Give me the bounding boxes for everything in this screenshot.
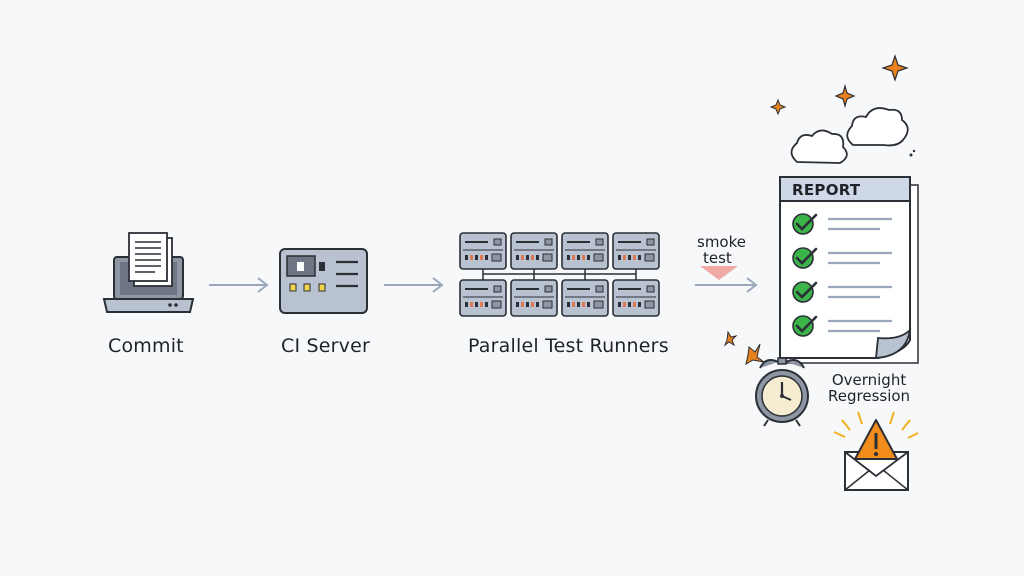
runner-server-icon — [459, 279, 507, 317]
sparkle-icon — [769, 98, 787, 116]
smoke-arrow-icon — [700, 266, 738, 280]
arrow-ci-to-runners — [384, 277, 444, 293]
sparkle-icon — [834, 83, 856, 109]
cloud-icon — [846, 107, 909, 147]
arrow-commit-to-ci — [209, 277, 269, 293]
alarm-clock-icon — [755, 357, 809, 427]
overnight-line2: Regression — [828, 387, 911, 405]
overnight-regression-label: Overnight Regression — [828, 372, 910, 404]
check-icon — [792, 281, 818, 303]
runner-server-icon — [612, 279, 660, 317]
check-icon — [792, 213, 818, 235]
commit-label: Commit — [108, 335, 184, 357]
cloud-icon — [790, 129, 848, 164]
runner-server-icon — [459, 232, 507, 270]
smoke-test-label: smoke test — [697, 234, 746, 266]
runner-server-icon — [561, 279, 609, 317]
ci-server-label: CI Server — [281, 335, 371, 357]
runner-server-icon — [561, 232, 609, 270]
check-list — [792, 213, 892, 337]
overnight-line1: Overnight — [831, 371, 907, 389]
arrow-runners-to-report — [695, 266, 758, 293]
report-title: REPORT — [792, 181, 861, 199]
sparkle-icon — [881, 54, 909, 82]
server-icon — [279, 248, 368, 314]
warning-envelope-icon — [833, 411, 919, 491]
runner-server-icon — [510, 279, 558, 317]
check-icon — [792, 247, 818, 269]
smoke-test-line2: test — [703, 249, 732, 267]
smoke-test-line1: smoke — [697, 233, 746, 251]
parallel-runners-label: Parallel Test Runners — [468, 335, 669, 357]
sparkle-icon — [745, 343, 765, 365]
sparkle-icon — [723, 330, 738, 347]
check-icon — [792, 315, 818, 337]
runner-grid — [459, 232, 660, 317]
runner-server-icon — [612, 232, 660, 270]
laptop-with-document-icon — [102, 232, 195, 313]
runner-server-icon — [510, 232, 558, 270]
